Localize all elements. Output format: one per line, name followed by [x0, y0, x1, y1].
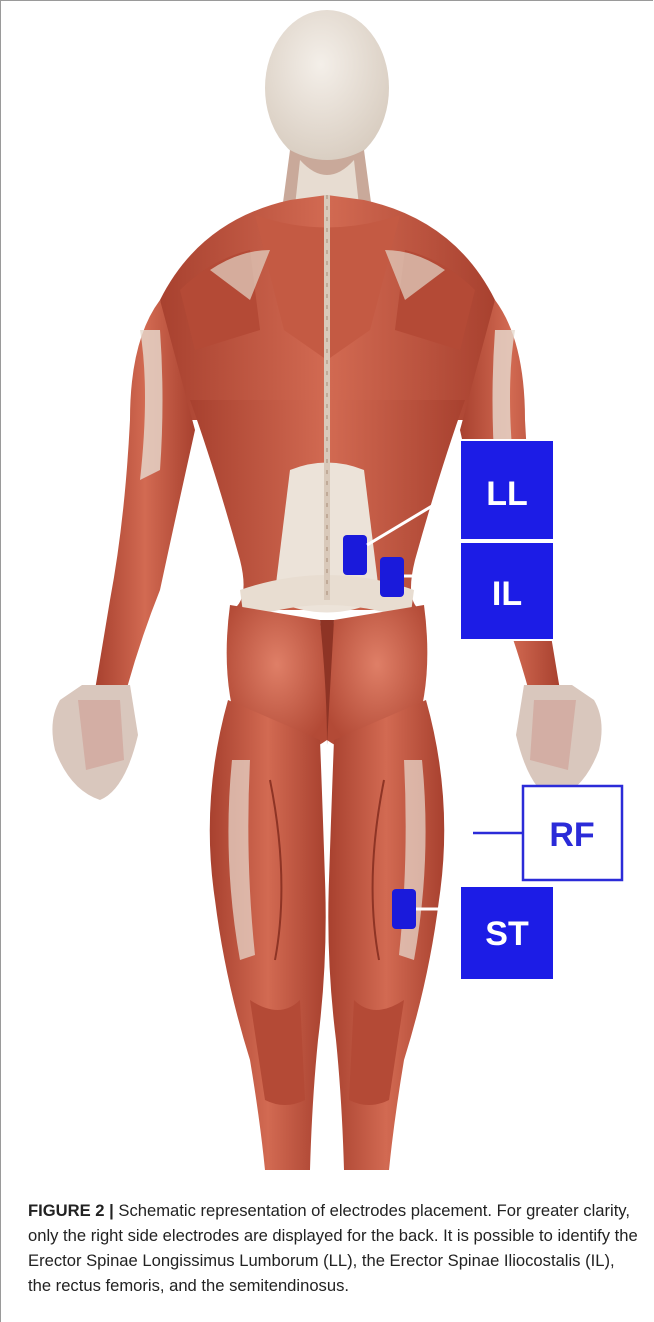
electrode-ll [343, 535, 367, 575]
electrode-st [392, 889, 416, 929]
caption-text: Schematic representation of electrodes p… [28, 1201, 638, 1295]
electrode-il [380, 557, 404, 597]
figure-caption: FIGURE 2 | Schematic representation of e… [28, 1198, 638, 1298]
label-box-ll: LL [460, 440, 554, 540]
label-box-il: IL [460, 542, 554, 640]
label-rf-text: RF [549, 816, 594, 854]
head [265, 10, 389, 215]
caption-lead: FIGURE 2 | [28, 1201, 114, 1220]
label-box-st: ST [460, 886, 554, 980]
legs [210, 700, 444, 1170]
anatomy-figure: LL IL RF ST [0, 0, 654, 1180]
label-ll-text: LL [486, 475, 528, 513]
label-box-rf: RF [523, 786, 622, 880]
label-st-text: ST [485, 915, 529, 953]
left-arm [52, 300, 195, 800]
label-il-text: IL [492, 575, 522, 613]
